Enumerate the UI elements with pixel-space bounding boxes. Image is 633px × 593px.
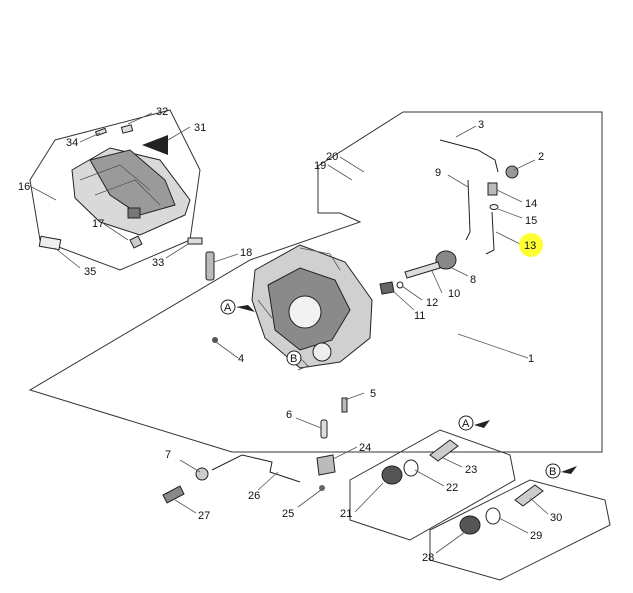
callout-12: 12 (426, 297, 438, 309)
part-18 (205, 251, 215, 281)
callout-11: 11 (414, 310, 425, 322)
callout-27: 27 (198, 510, 210, 522)
cover-group-frame (29, 109, 201, 271)
part-28-item (459, 515, 481, 535)
part-26 (211, 454, 301, 483)
part-7 (195, 467, 209, 481)
callout-19: 19 (314, 160, 326, 172)
view-marker-b-main: B (286, 350, 309, 371)
highlight-marker (519, 233, 543, 257)
callout-2: 2 (538, 151, 544, 163)
callout-28: 28 (422, 552, 434, 564)
callout-22: 22 (446, 482, 458, 494)
callout-18: 18 (240, 247, 252, 259)
part-24 (316, 454, 336, 476)
part-2 (505, 165, 519, 179)
callout-14: 14 (525, 198, 537, 210)
part-14 (487, 182, 498, 196)
part-6 (320, 419, 328, 439)
callout-17: 17 (92, 218, 104, 230)
callout-34: 34 (66, 137, 78, 149)
callout-3: 3 (478, 119, 484, 131)
callout-5: 5 (370, 388, 376, 400)
part-22 (403, 459, 419, 477)
part-17 (129, 235, 143, 249)
callout-20: 20 (326, 151, 338, 163)
callout-23: 23 (465, 464, 477, 476)
callout-7: 7 (165, 449, 171, 461)
part-23 (429, 439, 459, 462)
callout-6: 6 (286, 409, 292, 421)
leader-lines (29, 112, 549, 554)
part-13-pipe (485, 211, 495, 255)
crankcase-body (251, 244, 373, 369)
part-11 (379, 281, 395, 295)
view-marker-a-main: A (220, 299, 255, 315)
svg-text:A: A (462, 418, 470, 430)
main-assembly-frame (232, 111, 603, 453)
callout-labels: 1 2 3 4 5 6 7 8 9 10 11 12 13 14 15 16 1… (18, 106, 562, 564)
callout-31: 31 (194, 122, 206, 134)
part-21-item (381, 465, 403, 485)
part-25 (319, 485, 325, 491)
callout-4: 4 (238, 353, 244, 365)
group-21-frame (349, 429, 516, 541)
part-33 (187, 237, 203, 245)
part-29 (485, 507, 501, 525)
callout-21: 21 (340, 508, 352, 520)
part-32 (120, 124, 134, 134)
part-30 (514, 484, 544, 507)
part-15 (489, 204, 499, 210)
part-5 (341, 397, 348, 413)
view-marker-a-detail: A (458, 415, 490, 431)
part-10 (404, 261, 441, 279)
callout-30: 30 (550, 512, 562, 524)
callout-33: 33 (152, 257, 164, 269)
part-4 (212, 337, 218, 343)
callout-29: 29 (530, 530, 542, 542)
callout-26: 26 (248, 490, 260, 502)
svg-text:B: B (549, 466, 556, 478)
part-27 (162, 485, 185, 504)
part-31 (142, 135, 168, 155)
group-28-frame (429, 479, 611, 581)
callout-13: 13 (524, 240, 536, 252)
part-9-pipe (465, 179, 471, 241)
part-8 (435, 250, 457, 270)
callout-15: 15 (525, 215, 537, 227)
callout-25: 25 (282, 508, 294, 520)
callout-24: 24 (359, 442, 371, 454)
part-35 (38, 235, 62, 251)
callout-32: 32 (156, 106, 168, 118)
svg-text:A: A (224, 302, 232, 314)
part-3-pipe (439, 139, 499, 173)
callout-1: 1 (528, 353, 534, 365)
svg-text:B: B (290, 353, 297, 365)
callout-8: 8 (470, 274, 476, 286)
callout-35: 35 (84, 266, 96, 278)
callout-10: 10 (448, 288, 460, 300)
callout-16: 16 (18, 181, 30, 193)
cylinder-cover (71, 147, 191, 236)
callout-9: 9 (435, 167, 441, 179)
part-12 (396, 281, 404, 289)
view-marker-b-detail: B (545, 463, 577, 479)
